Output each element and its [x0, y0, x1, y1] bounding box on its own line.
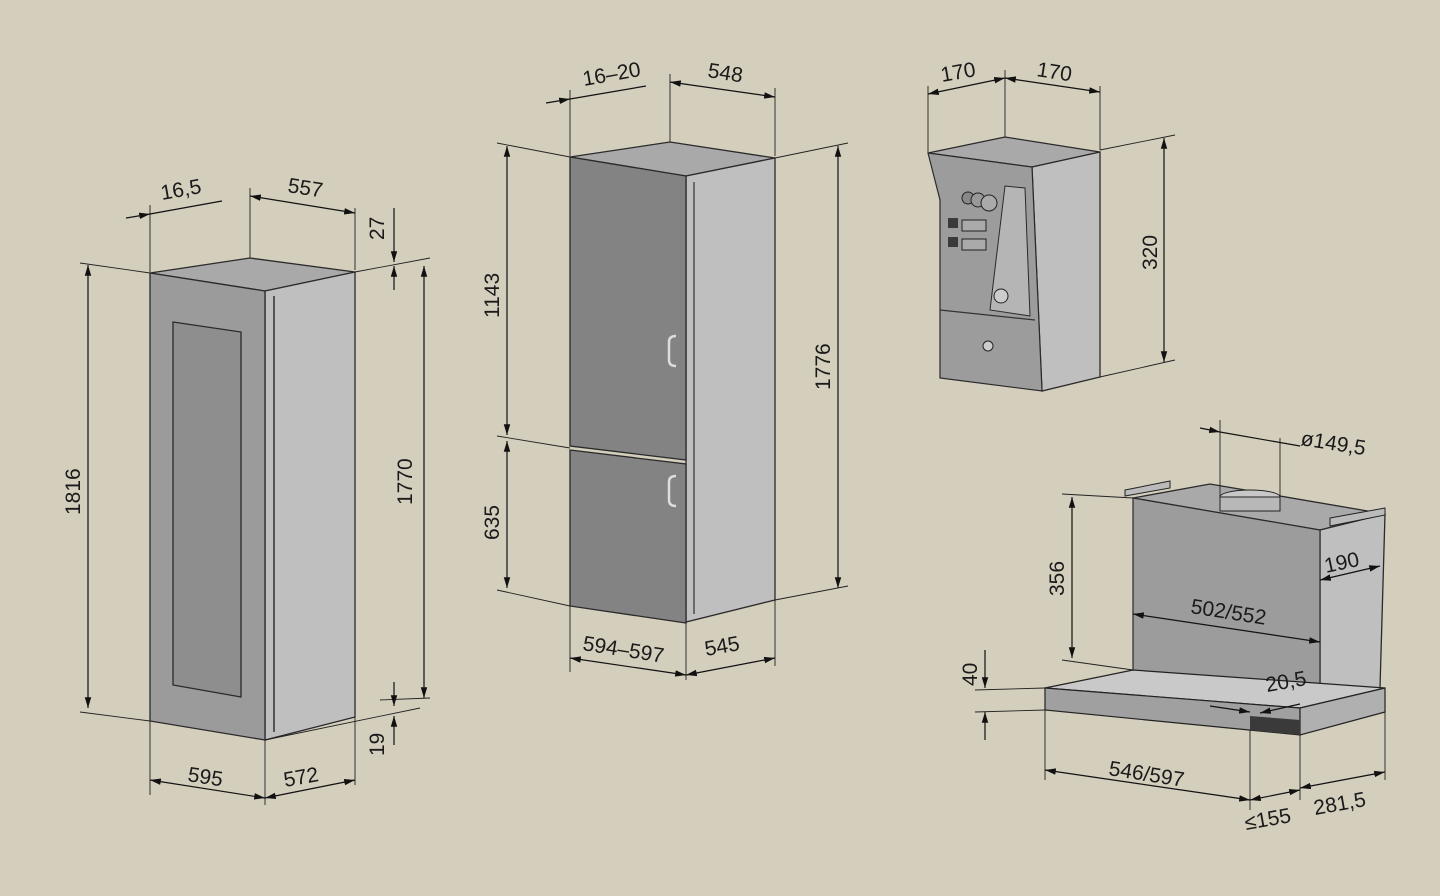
fridge-upper-door — [569, 156, 687, 461]
label-wall-width-right: 170 — [1035, 58, 1073, 86]
hood-bracket-right — [1329, 507, 1386, 527]
label-hood-width: 546/597 — [1107, 757, 1186, 792]
wall-unit — [927, 136, 1101, 392]
label-wall-width-left: 170 — [939, 58, 978, 87]
label-wine-bottom-gap: 19 — [366, 733, 389, 756]
cooker-hood — [1044, 480, 1386, 736]
fridge — [569, 141, 776, 624]
label-fridge-depth-offset: 16–20 — [581, 58, 643, 91]
wall-unit-side — [1031, 151, 1101, 392]
wine-cooler — [149, 257, 356, 741]
wall-unit-button-2 — [948, 237, 958, 247]
label-fridge-lower-height: 635 — [481, 505, 504, 540]
label-fridge-top-depth: 548 — [706, 59, 744, 87]
hood-handle — [1250, 716, 1300, 735]
wine-cooler-labels: 16,5 557 27 1816 1770 19 595 572 — [62, 174, 417, 792]
label-wine-inner-height: 1770 — [394, 458, 417, 505]
fridge-lower-handle — [667, 474, 677, 508]
fridge-dimensions — [496, 74, 849, 680]
label-wine-top-gap: 27 — [366, 217, 389, 240]
wine-cooler-dimensions — [79, 188, 431, 805]
wall-unit-indicator-2 — [961, 238, 987, 251]
wall-unit-dial — [993, 288, 1009, 304]
label-wine-depth-offset: 16,5 — [159, 175, 203, 205]
label-fridge-width: 594–597 — [581, 632, 665, 668]
label-hood-height: 356 — [1046, 561, 1069, 596]
fridge-side — [685, 157, 776, 623]
wine-cooler-glass-window — [172, 321, 242, 698]
wall-unit-button-1 — [948, 218, 958, 228]
fridge-upper-handle — [667, 334, 677, 368]
label-hood-lip-height: 40 — [959, 663, 982, 686]
label-wine-total-height: 1816 — [62, 468, 85, 515]
wall-unit-indicator-1 — [961, 219, 987, 232]
label-hood-pull-depth: 281,5 — [1312, 788, 1368, 820]
wall-unit-lock-icon — [982, 340, 994, 352]
label-fridge-upper-height: 1143 — [481, 273, 504, 318]
label-hood-diameter: ø149,5 — [1299, 427, 1367, 460]
label-wine-top-depth: 557 — [286, 174, 324, 202]
wine-cooler-side — [264, 271, 356, 741]
hood-dimensions — [974, 420, 1386, 810]
wall-unit-knob-3 — [980, 194, 998, 212]
label-fridge-depth: 545 — [703, 632, 742, 661]
wall-unit-dimensions — [927, 70, 1176, 378]
wall-unit-labels: 170 170 320 — [939, 58, 1162, 270]
label-wall-height: 320 — [1139, 235, 1162, 270]
hood-side — [1319, 513, 1386, 701]
fridge-lower-door — [569, 449, 687, 624]
wall-unit-display — [989, 185, 1031, 317]
label-fridge-total-height: 1776 — [812, 343, 835, 390]
label-wine-width: 595 — [186, 763, 224, 791]
hood-bracket-left — [1124, 480, 1171, 497]
